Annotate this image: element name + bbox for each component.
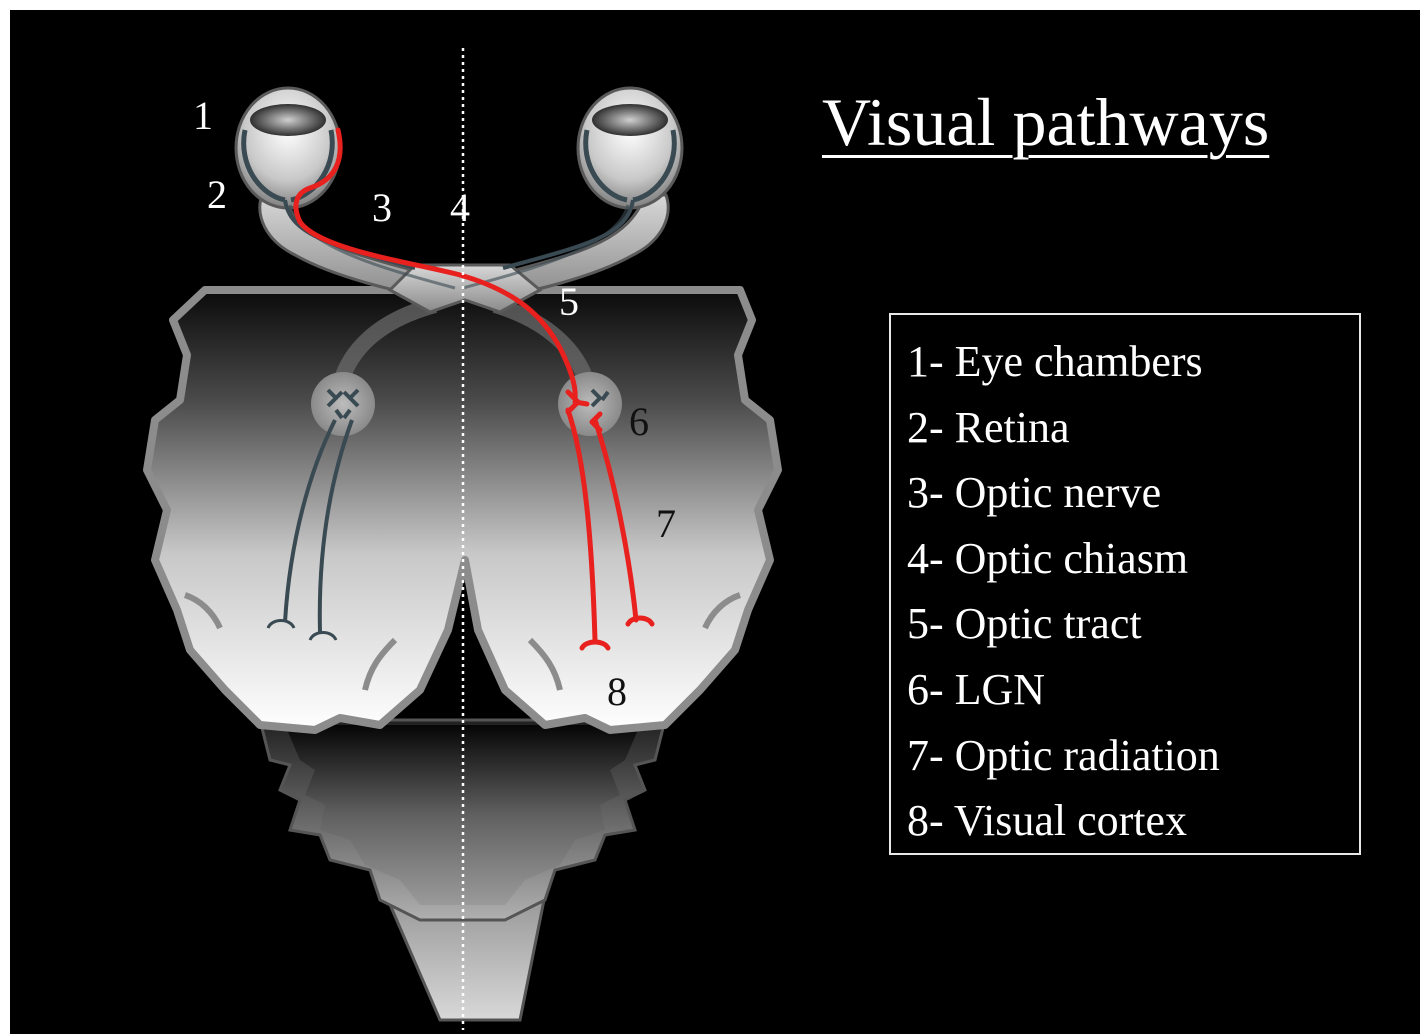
slide: 1 2 3 4 5 6 7 8 Visual pathways 1- Eye c… [10,10,1420,1034]
eye-left [236,88,340,208]
eye-right [578,88,682,208]
legend-item: 2- Retina [907,395,1359,461]
legend-item: 6- LGN [907,657,1359,723]
label-optic-chiasm: 4 [450,188,470,228]
legend-item: 7- Optic radiation [907,723,1359,789]
label-optic-tract: 5 [559,282,579,322]
legend-item: 4- Optic chiasm [907,526,1359,592]
label-optic-radiation: 7 [656,504,676,544]
lgn-right [558,372,622,436]
label-lgn: 6 [629,402,649,442]
legend-box: 1- Eye chambers 2- Retina 3- Optic nerve… [889,313,1361,855]
label-eye-chambers: 1 [193,96,213,136]
label-optic-nerve: 3 [372,188,392,228]
brainstem-inner [285,725,640,905]
diagram-title: Visual pathways [822,88,1269,156]
legend-item: 1- Eye chambers [907,329,1359,395]
legend-item: 3- Optic nerve [907,460,1359,526]
legend-item: 8- Visual cortex [907,788,1359,854]
label-visual-cortex: 8 [607,672,627,712]
lgn-left [311,372,375,436]
legend-item: 5- Optic tract [907,591,1359,657]
label-retina: 2 [207,175,227,215]
